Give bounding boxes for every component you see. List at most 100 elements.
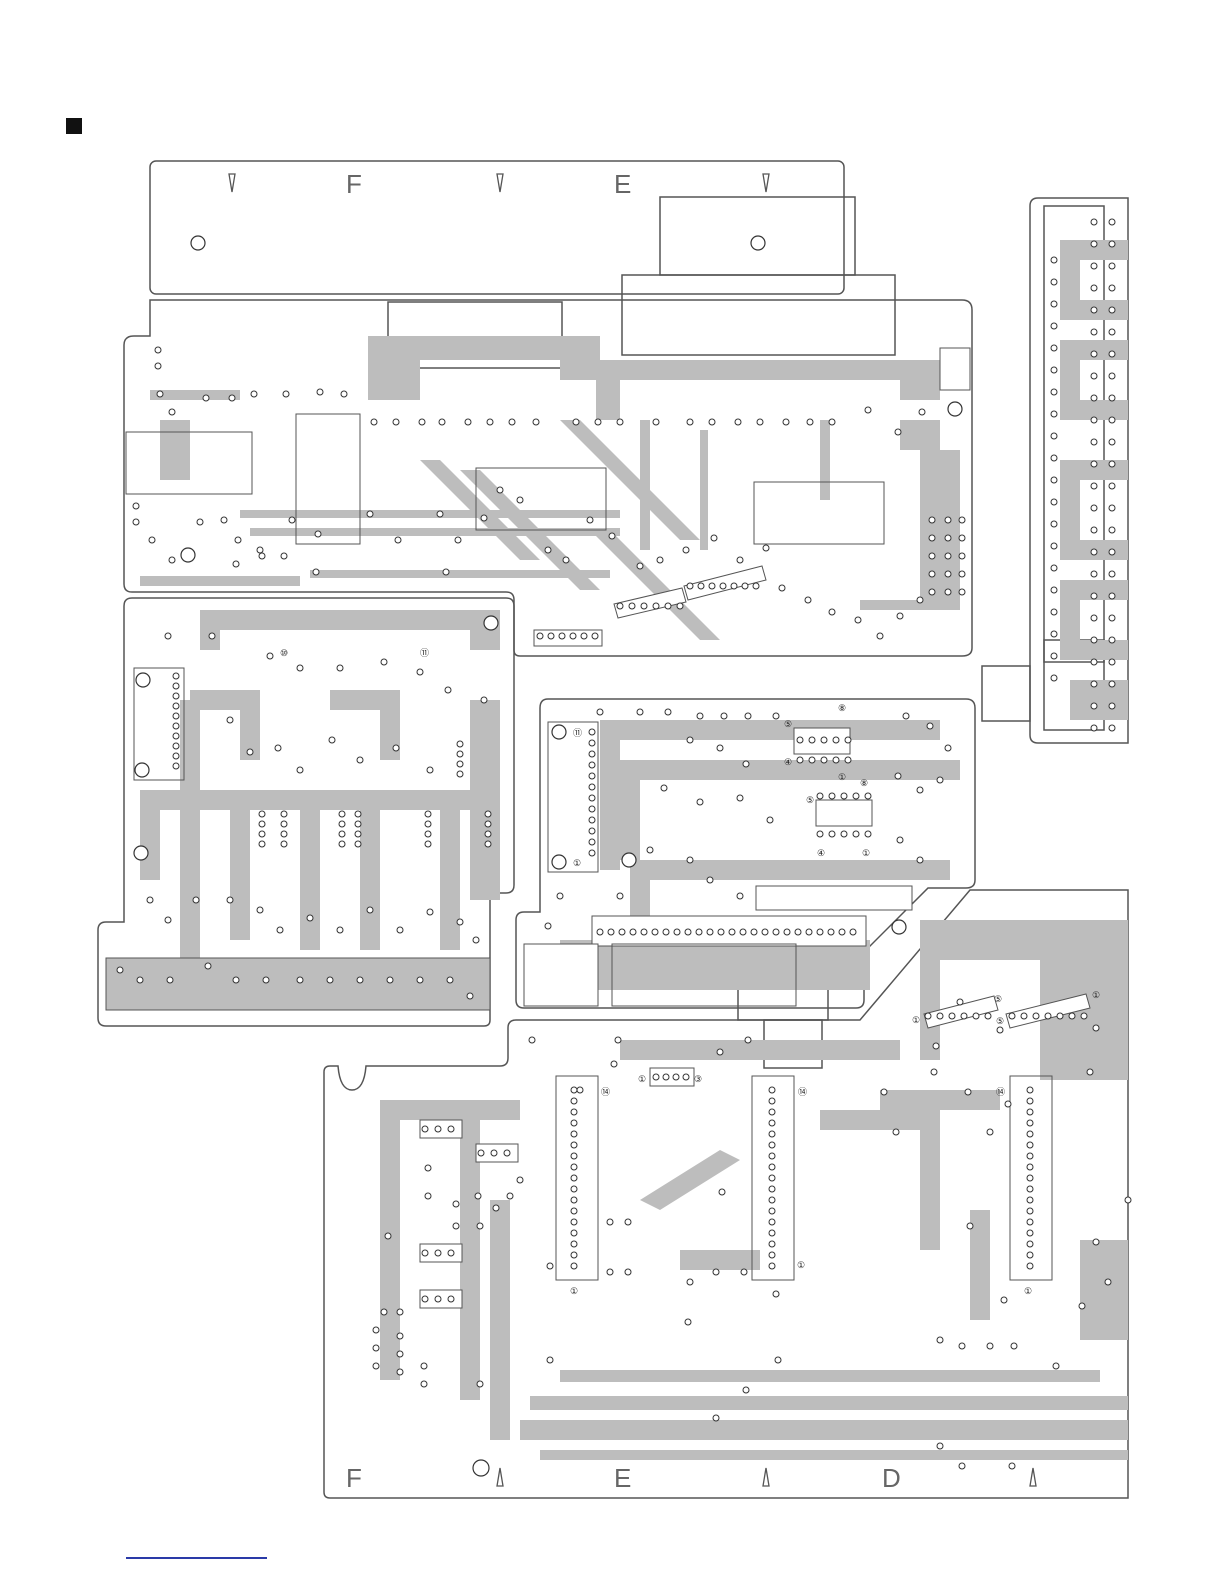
solder-pad bbox=[1033, 1013, 1039, 1019]
solder-pad bbox=[919, 409, 925, 415]
solder-pad bbox=[487, 419, 493, 425]
solder-pad bbox=[663, 1074, 669, 1080]
trace bbox=[640, 1150, 740, 1210]
solder-pad bbox=[339, 811, 345, 817]
solder-pad bbox=[607, 1219, 613, 1225]
solder-pad bbox=[397, 1351, 403, 1357]
solder-pad bbox=[1109, 703, 1115, 709]
trace bbox=[530, 1396, 1128, 1410]
pin-marker: ⑩ bbox=[280, 648, 288, 658]
solder-pad bbox=[1045, 1013, 1051, 1019]
solder-pad bbox=[1087, 1069, 1093, 1075]
solder-pad bbox=[617, 419, 623, 425]
solder-pad bbox=[581, 633, 587, 639]
solder-pad bbox=[829, 419, 835, 425]
solder-pad bbox=[1109, 725, 1115, 731]
solder-pad bbox=[773, 1291, 779, 1297]
solder-pad bbox=[1051, 389, 1057, 395]
solder-pad bbox=[367, 907, 373, 913]
mounting-hole bbox=[892, 920, 906, 934]
mounting-hole bbox=[473, 1460, 489, 1476]
solder-pad bbox=[337, 665, 343, 671]
pin-marker: ④ bbox=[817, 848, 825, 858]
solder-pad bbox=[653, 603, 659, 609]
solder-pad bbox=[281, 811, 287, 817]
solder-pad bbox=[367, 511, 373, 517]
solder-pad bbox=[339, 831, 345, 837]
solder-pad bbox=[545, 923, 551, 929]
solder-pad bbox=[617, 893, 623, 899]
solder-pad bbox=[275, 745, 281, 751]
solder-pad bbox=[589, 773, 595, 779]
solder-pad bbox=[1091, 219, 1097, 225]
solder-pad bbox=[987, 1129, 993, 1135]
ic-dip8 bbox=[816, 800, 872, 826]
solder-pad bbox=[205, 963, 211, 969]
solder-pad bbox=[985, 1013, 991, 1019]
solder-pad bbox=[805, 597, 811, 603]
trace bbox=[860, 600, 960, 610]
solder-pad bbox=[769, 1186, 775, 1192]
solder-pad bbox=[683, 547, 689, 553]
solder-pad bbox=[751, 929, 757, 935]
solder-pad bbox=[571, 1109, 577, 1115]
solder-pad bbox=[169, 409, 175, 415]
grid-label-bottom-e: E bbox=[614, 1463, 631, 1493]
solder-pad bbox=[917, 787, 923, 793]
solder-pad bbox=[769, 1197, 775, 1203]
solder-pad bbox=[665, 603, 671, 609]
solder-pad bbox=[387, 977, 393, 983]
solder-pad bbox=[435, 1126, 441, 1132]
solder-pad bbox=[1051, 323, 1057, 329]
solder-pad bbox=[473, 937, 479, 943]
solder-pad bbox=[687, 583, 693, 589]
solder-pad bbox=[769, 1219, 775, 1225]
solder-pad bbox=[1027, 1263, 1033, 1269]
solder-pad bbox=[504, 1150, 510, 1156]
solder-pad bbox=[1091, 439, 1097, 445]
solder-pad bbox=[709, 419, 715, 425]
mounting-hole bbox=[135, 763, 149, 777]
trace bbox=[1080, 1240, 1128, 1340]
solder-pad bbox=[422, 1250, 428, 1256]
solder-pad bbox=[769, 1098, 775, 1104]
solder-pad bbox=[855, 617, 861, 623]
solder-pad bbox=[1051, 565, 1057, 571]
solder-pad bbox=[395, 537, 401, 543]
footer-link-underline bbox=[126, 1557, 267, 1559]
solder-pad bbox=[945, 517, 951, 523]
solder-pad bbox=[720, 583, 726, 589]
solder-pad bbox=[283, 391, 289, 397]
solder-pad bbox=[713, 1269, 719, 1275]
solder-pad bbox=[1001, 1297, 1007, 1303]
connector-outline bbox=[684, 566, 766, 600]
solder-pad bbox=[448, 1250, 454, 1256]
trace bbox=[560, 1370, 1100, 1382]
solder-pad bbox=[1109, 571, 1115, 577]
solder-pad bbox=[850, 929, 856, 935]
solder-pad bbox=[615, 1037, 621, 1043]
solder-pad bbox=[339, 841, 345, 847]
trace bbox=[700, 430, 708, 550]
solder-pad bbox=[763, 545, 769, 551]
solder-pad bbox=[769, 1087, 775, 1093]
solder-pad bbox=[652, 929, 658, 935]
solder-pad bbox=[297, 767, 303, 773]
solder-pad bbox=[1027, 1208, 1033, 1214]
solder-pad bbox=[557, 893, 563, 899]
solder-pad bbox=[341, 391, 347, 397]
solder-pad bbox=[173, 683, 179, 689]
solder-pad bbox=[589, 806, 595, 812]
solder-pad bbox=[707, 929, 713, 935]
solder-pad bbox=[571, 1164, 577, 1170]
solder-pad bbox=[589, 828, 595, 834]
solder-pad bbox=[677, 603, 683, 609]
trace bbox=[490, 1200, 510, 1440]
solder-pad bbox=[641, 603, 647, 609]
pin-marker: ⑭ bbox=[601, 1087, 610, 1097]
solder-pad bbox=[1091, 615, 1097, 621]
solder-pad bbox=[769, 1241, 775, 1247]
pin-marker: ③ bbox=[694, 1074, 702, 1084]
solder-pad bbox=[1109, 307, 1115, 313]
